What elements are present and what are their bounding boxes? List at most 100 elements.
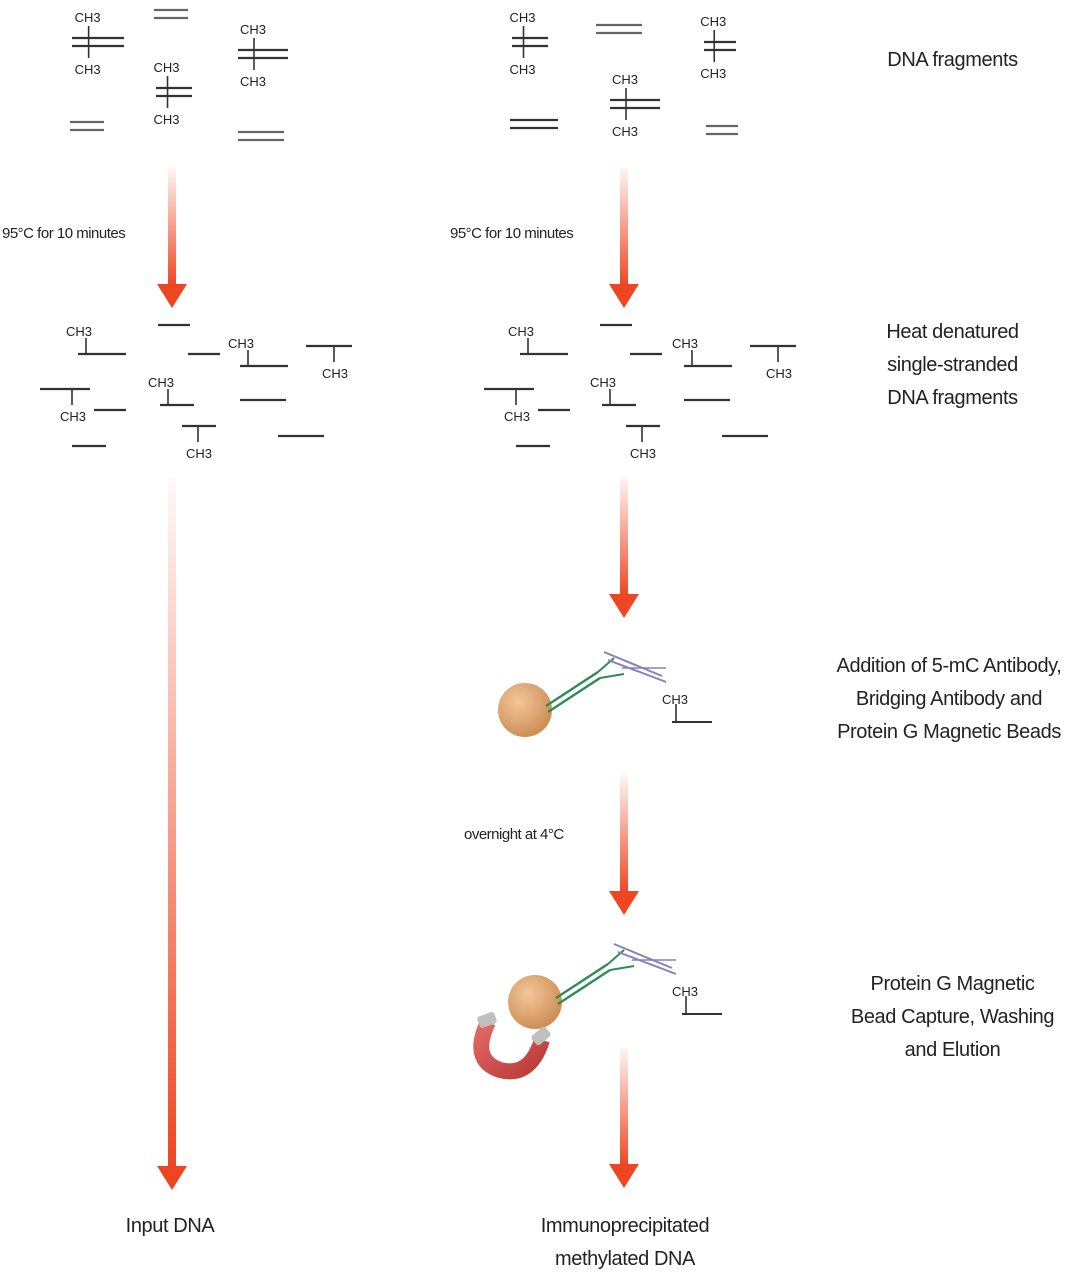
heat-denatured-line-2: single-stranded xyxy=(887,354,1018,376)
methyl-label: CH3 xyxy=(766,366,792,381)
ss-fragment-left-8: CH3 xyxy=(148,375,194,407)
captured-methyl-label: CH3 xyxy=(672,984,698,999)
arrow-heat-left xyxy=(157,168,187,308)
ds-fragment-left-5 xyxy=(70,120,104,132)
ss-fragment-right-5: CH3 xyxy=(750,344,796,381)
ss-fragment-left-11: CH3 xyxy=(182,424,216,461)
arrow-head xyxy=(157,284,187,308)
methyl-label: CH3 xyxy=(148,375,174,390)
arrow-head xyxy=(157,1166,187,1190)
ss-fragment-right-4: CH3 xyxy=(672,336,732,368)
magnet-icon xyxy=(473,1012,551,1080)
bead-antibody-complex: CH3 xyxy=(498,651,712,737)
methyl-label: CH3 xyxy=(590,375,616,390)
step-label-bead-capture: Protein G Magnetic Bead Capture, Washing… xyxy=(830,968,1075,1067)
bridging-antibody-2 xyxy=(617,951,677,975)
arrow-shaft xyxy=(620,1048,628,1166)
dna-fragments-text: DNA fragments xyxy=(887,49,1018,71)
input-dna-text: Input DNA xyxy=(125,1215,215,1237)
methyl-label: CH3 xyxy=(630,446,656,461)
methyl-label-bottom: CH3 xyxy=(510,62,536,77)
methyl-label-top: CH3 xyxy=(75,10,101,25)
ip-dna-line-2: methylated DNA xyxy=(554,1248,695,1270)
methyl-label-bottom: CH3 xyxy=(612,124,638,139)
ss-fragment-left-6: CH3 xyxy=(40,387,90,424)
methyl-label-top: CH3 xyxy=(240,22,266,37)
ss-fragment-right-1: CH3 xyxy=(508,324,568,356)
arrow-to-ip-dna xyxy=(609,1048,639,1188)
antibody-stem-1 xyxy=(545,670,599,708)
methyl-label: CH3 xyxy=(66,324,92,339)
output-ip-methylated-dna: Immunoprecipitated methylated DNA xyxy=(500,1210,750,1276)
ss-fragment-left-5: CH3 xyxy=(306,344,352,381)
arrow-head xyxy=(609,1164,639,1188)
methyl-label: CH3 xyxy=(504,409,530,424)
ds-fragment-right-2 xyxy=(596,23,642,35)
antibody-addition-line-1: Addition of 5-mC Antibody, xyxy=(836,655,1062,677)
methyl-label: CH3 xyxy=(672,336,698,351)
arrow-head xyxy=(609,594,639,618)
ds-fragment-left-6 xyxy=(238,130,284,142)
arrow-shaft xyxy=(620,775,628,893)
magnetic-bead xyxy=(498,683,552,737)
antibody-addition-line-2: Bridging Antibody and xyxy=(855,688,1043,710)
ss-fragment-right-11: CH3 xyxy=(626,424,660,461)
ds-fragment-left-2 xyxy=(154,8,188,20)
step-label-heat-denatured: Heat denatured single-stranded DNA fragm… xyxy=(830,316,1075,415)
captured-bead-complex: CH3 xyxy=(508,943,722,1029)
bridging-antibody-1 xyxy=(603,651,663,677)
heat-condition-right: 95°C for 10 minutes xyxy=(450,225,574,242)
antibody-stem-1 xyxy=(555,962,609,1000)
magnet-pole-right xyxy=(531,1026,551,1046)
methyl-label: CH3 xyxy=(60,409,86,424)
arrow-shaft xyxy=(620,168,628,286)
ss-fragment-right-8: CH3 xyxy=(590,375,636,407)
arrow-to-input-dna xyxy=(157,478,187,1190)
methyl-label-bottom: CH3 xyxy=(154,112,180,127)
antibody-arm-1 xyxy=(607,949,625,965)
bead-capture-line-2: Bead Capture, Washing xyxy=(850,1006,1055,1028)
methyl-label-bottom: CH3 xyxy=(240,74,266,89)
step-label-antibody-addition: Addition of 5-mC Antibody, Bridging Anti… xyxy=(818,650,1080,749)
antibody-stem-2 xyxy=(557,968,611,1006)
methyl-label-bottom: CH3 xyxy=(75,62,101,77)
bead-capture-line-1: Protein G Magnetic xyxy=(870,973,1035,995)
arrow-incubation xyxy=(609,775,639,915)
magnet-body xyxy=(473,1018,550,1080)
incubation-condition: overnight at 4°C xyxy=(464,826,564,843)
methyl-label-bottom: CH3 xyxy=(700,66,726,81)
methyl-label: CH3 xyxy=(228,336,254,351)
methyl-label-top: CH3 xyxy=(154,60,180,75)
arrow-head xyxy=(609,891,639,915)
arrow-head xyxy=(609,284,639,308)
methyl-label: CH3 xyxy=(508,324,534,339)
ss-fragment-right-6: CH3 xyxy=(484,387,534,424)
ds-fragment-right-5 xyxy=(510,118,558,130)
methyl-label-top: CH3 xyxy=(700,14,726,29)
antibody-addition-line-3: Protein G Magnetic Beads xyxy=(837,721,1061,743)
heat-denatured-line-1: Heat denatured xyxy=(886,321,1019,343)
bridging-antibody-1 xyxy=(613,943,673,969)
antibody-stem-2 xyxy=(547,676,601,714)
arrow-shaft xyxy=(168,168,176,286)
arrow-to-antibody-addition xyxy=(609,478,639,618)
arrow-heat-right xyxy=(609,168,639,308)
magnetic-bead xyxy=(508,975,562,1029)
arrow-shaft xyxy=(168,478,176,1168)
antibody-arm-2 xyxy=(609,965,635,971)
ds-fragment-right-6 xyxy=(706,124,738,136)
arrow-shaft xyxy=(620,478,628,596)
magnet-pole-left xyxy=(477,1012,497,1028)
methyl-label-top: CH3 xyxy=(612,72,638,87)
ss-fragment-left-1: CH3 xyxy=(66,324,126,356)
methyl-label: CH3 xyxy=(186,446,212,461)
heat-denatured-line-3: DNA fragments xyxy=(887,387,1018,409)
bead-capture-line-3: and Elution xyxy=(904,1039,1001,1061)
